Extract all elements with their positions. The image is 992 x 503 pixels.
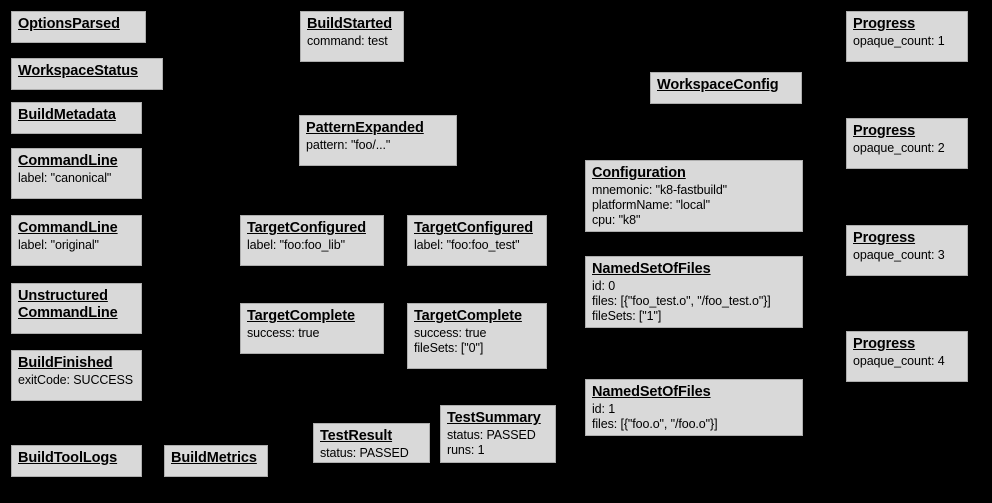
event-node-field: exitCode: SUCCESS: [18, 373, 134, 387]
event-node-build-metadata[interactable]: BuildMetadata: [11, 102, 142, 134]
event-node-field: platformName: "local": [592, 198, 710, 212]
event-node-command-line-original[interactable]: CommandLine label: "original": [11, 215, 142, 266]
event-node-field: label: "foo:foo_test": [414, 238, 520, 252]
event-node-target-complete-lib[interactable]: TargetComplete success: true: [240, 303, 384, 354]
event-node-configuration[interactable]: Configuration mnemonic: "k8-fastbuild"pla…: [585, 160, 803, 232]
event-node-build-started[interactable]: BuildStarted command: test: [300, 11, 404, 62]
event-node-progress-3[interactable]: Progress opaque_count: 3: [846, 225, 968, 276]
event-node-build-metrics[interactable]: BuildMetrics: [164, 445, 268, 477]
event-node-test-result[interactable]: TestResult status: PASSED: [313, 423, 430, 463]
event-node-fields: opaque_count: 2: [853, 141, 961, 156]
event-node-field: opaque_count: 2: [853, 141, 945, 155]
event-node-fields: exitCode: SUCCESS: [18, 373, 135, 388]
event-node-progress-1[interactable]: Progress opaque_count: 1: [846, 11, 968, 62]
event-node-field: cpu: "k8": [592, 213, 641, 227]
event-node-title: Progress: [853, 123, 916, 139]
event-node-field: label: "foo:foo_lib": [247, 238, 345, 252]
event-node-field: label: "original": [18, 238, 99, 252]
event-node-fields: mnemonic: "k8-fastbuild"platformName: "l…: [592, 183, 796, 228]
event-node-title: TargetComplete: [247, 308, 355, 324]
event-node-field: command: test: [307, 34, 388, 48]
event-node-field: fileSets: ["0"]: [414, 341, 484, 355]
event-node-title: BuildToolLogs: [18, 450, 118, 466]
event-node-fields: pattern: "foo/...": [306, 138, 450, 153]
event-node-title: Configuration: [592, 165, 686, 181]
event-node-field: files: [{"foo_test.o", "/foo_test.o"}]: [592, 294, 771, 308]
event-node-field: success: true: [414, 326, 487, 340]
event-node-fields: status: PASSED: [320, 446, 423, 461]
event-node-title: NamedSetOfFiles: [592, 384, 711, 400]
event-node-field: opaque_count: 1: [853, 34, 945, 48]
event-node-field: id: 1: [592, 402, 616, 416]
event-node-field: id: 0: [592, 279, 616, 293]
event-node-title: OptionsParsed: [18, 16, 120, 32]
event-node-build-tool-logs[interactable]: BuildToolLogs: [11, 445, 142, 477]
event-node-pattern-expanded[interactable]: PatternExpanded pattern: "foo/...": [299, 115, 457, 166]
event-node-progress-4[interactable]: Progress opaque_count: 4: [846, 331, 968, 382]
event-node-workspace-config[interactable]: WorkspaceConfig: [650, 72, 802, 104]
event-node-command-line-canonical[interactable]: CommandLine label: "canonical": [11, 148, 142, 199]
event-node-target-configured-test[interactable]: TargetConfigured label: "foo:foo_test": [407, 215, 547, 266]
event-node-fields: opaque_count: 3: [853, 248, 961, 263]
event-node-field: files: [{"foo.o", "/foo.o"}]: [592, 417, 718, 431]
event-node-title: TargetComplete: [414, 308, 522, 324]
event-node-fields: label: "foo:foo_test": [414, 238, 540, 253]
event-node-title: CommandLine: [18, 220, 118, 236]
event-node-title: PatternExpanded: [306, 120, 424, 136]
event-node-title: Progress: [853, 336, 916, 352]
event-node-field: opaque_count: 3: [853, 248, 945, 262]
event-node-target-configured-lib[interactable]: TargetConfigured label: "foo:foo_lib": [240, 215, 384, 266]
event-node-field: mnemonic: "k8-fastbuild": [592, 183, 728, 197]
event-node-title: BuildMetadata: [18, 107, 116, 123]
event-node-fields: opaque_count: 4: [853, 354, 961, 369]
event-node-build-finished[interactable]: BuildFinished exitCode: SUCCESS: [11, 350, 142, 401]
event-node-field: label: "canonical": [18, 171, 112, 185]
event-node-title: NamedSetOfFiles: [592, 261, 711, 277]
event-node-field: status: PASSED: [447, 428, 536, 442]
event-node-fields: label: "foo:foo_lib": [247, 238, 377, 253]
event-node-field: opaque_count: 4: [853, 354, 945, 368]
event-node-fields: opaque_count: 1: [853, 34, 961, 49]
event-node-workspace-status[interactable]: WorkspaceStatus: [11, 58, 163, 90]
event-node-title: WorkspaceStatus: [18, 63, 138, 79]
event-node-fields: command: test: [307, 34, 397, 49]
event-node-title: TargetConfigured: [247, 220, 366, 236]
event-node-title: BuildStarted: [307, 16, 393, 32]
event-node-title: Unstructured CommandLine: [18, 288, 118, 321]
event-node-title: Progress: [853, 230, 916, 246]
event-node-fields: label: "canonical": [18, 171, 135, 186]
event-node-fields: label: "original": [18, 238, 135, 253]
event-node-title: Progress: [853, 16, 916, 32]
event-node-field: fileSets: ["1"]: [592, 309, 662, 323]
event-node-title: TargetConfigured: [414, 220, 533, 236]
event-node-title: BuildMetrics: [171, 450, 257, 466]
event-node-title: TestResult: [320, 428, 393, 444]
event-node-options-parsed[interactable]: OptionsParsed: [11, 11, 146, 43]
event-node-fields: success: true: [247, 326, 377, 341]
event-node-progress-2[interactable]: Progress opaque_count: 2: [846, 118, 968, 169]
event-node-title: BuildFinished: [18, 355, 113, 371]
event-node-title: TestSummary: [447, 410, 541, 426]
event-node-title: WorkspaceConfig: [657, 77, 779, 93]
event-node-field: status: PASSED: [320, 446, 409, 460]
event-node-title: CommandLine: [18, 153, 118, 169]
event-node-unstructured-command-line[interactable]: Unstructured CommandLine: [11, 283, 142, 334]
event-node-field: success: true: [247, 326, 320, 340]
event-node-field: pattern: "foo/...": [306, 138, 391, 152]
event-node-field: runs: 1: [447, 443, 485, 457]
